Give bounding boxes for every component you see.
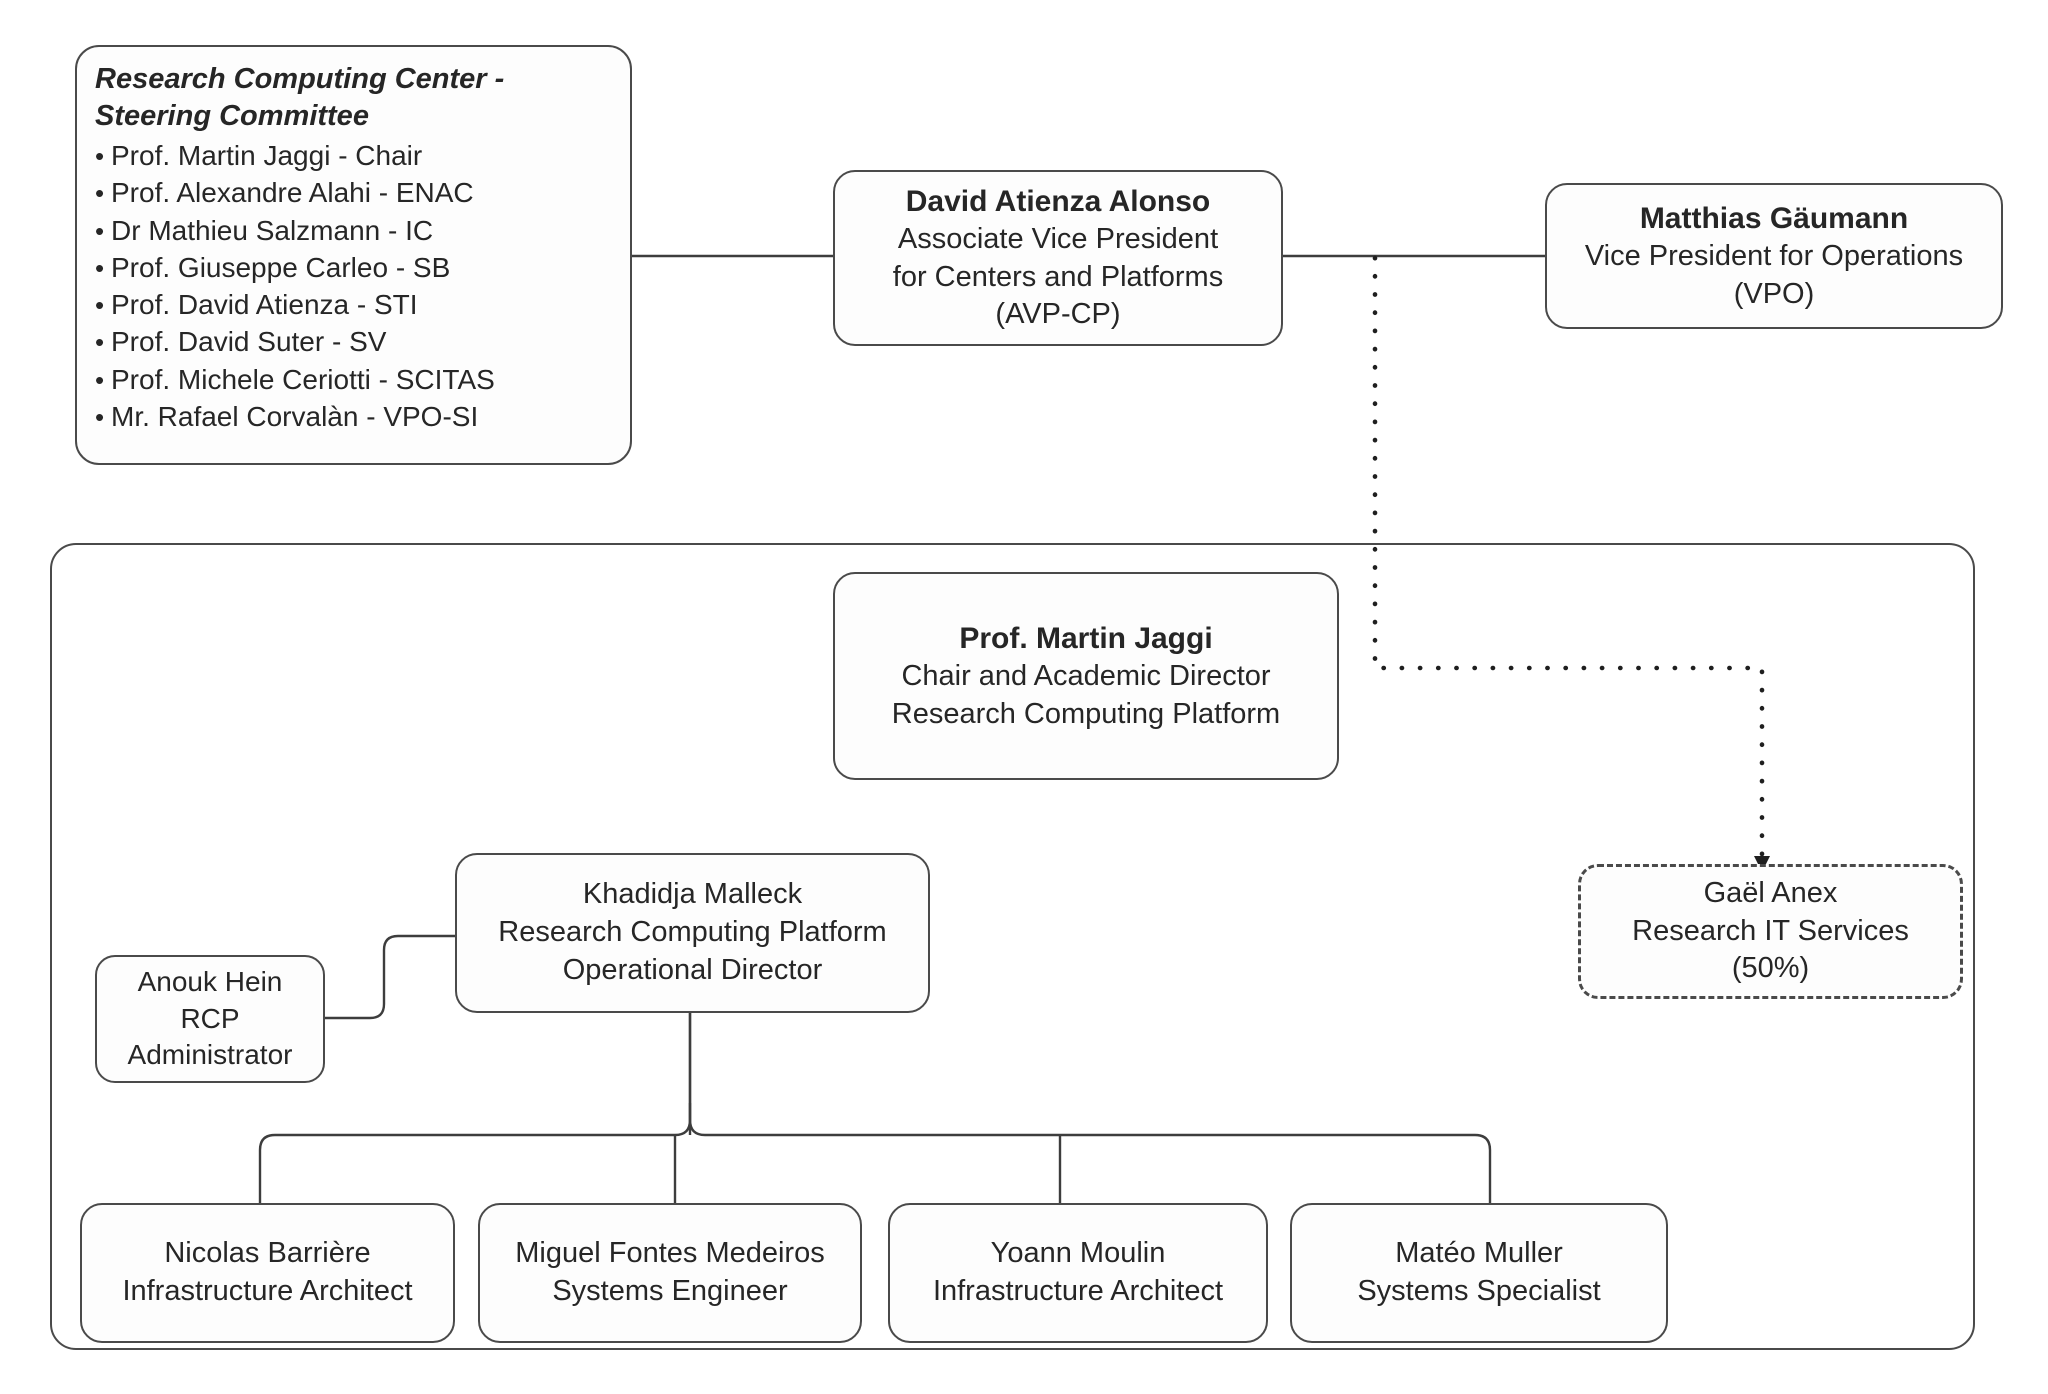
member-label: Prof. Michele Ceriotti - SCITAS (111, 363, 495, 395)
node-rcp-administrator[interactable]: Anouk Hein RCP Administrator (95, 955, 325, 1083)
member-label: Prof. Giuseppe Carleo - SB (111, 251, 451, 283)
node-avp-cp-name: David Atienza Alonso (905, 184, 1211, 218)
bullet-glyph: • (95, 178, 105, 209)
list-item: •Prof. David Suter - SV (95, 323, 610, 360)
member-label: Prof. Martin Jaggi - Chair (111, 140, 423, 172)
node-operational-director-line1: Research Computing Platform (498, 916, 887, 949)
node-team-member-2-role: Systems Engineer (552, 1275, 788, 1307)
node-avp-cp-line2: for Centers and Platforms (892, 260, 1224, 293)
node-team-member-1[interactable]: Nicolas Barrière Infrastructure Architec… (80, 1203, 455, 1343)
node-operational-director-line2: Operational Director (562, 953, 823, 986)
node-team-member-3-role: Infrastructure Architect (932, 1275, 1224, 1307)
node-team-member-4-role: Systems Specialist (1357, 1275, 1601, 1307)
list-item: •Prof. David Atienza - STI (95, 286, 610, 323)
node-academic-director-line2: Research Computing Platform (891, 697, 1281, 730)
node-research-it-services-name: Gaël Anex (1703, 876, 1838, 909)
member-label: Prof. Alexandre Alahi - ENAC (111, 177, 474, 209)
node-rcp-administrator-name: Anouk Hein (137, 966, 283, 998)
node-rcp-administrator-line2: Administrator (127, 1039, 293, 1071)
node-research-it-services[interactable]: Gaël Anex Research IT Services (50%) (1578, 864, 1963, 999)
node-vpo-line1: Vice President for Operations (1584, 239, 1964, 272)
bullet-glyph: • (95, 215, 105, 246)
node-research-it-services-line2: (50%) (1731, 952, 1810, 985)
node-team-member-1-role: Infrastructure Architect (122, 1275, 413, 1307)
node-research-it-services-line1: Research IT Services (1632, 914, 1909, 947)
bullet-glyph: • (95, 327, 105, 358)
bullet-glyph: • (95, 252, 105, 283)
node-team-member-1-name: Nicolas Barrière (164, 1237, 371, 1270)
node-avp-cp-line3: (AVP-CP) (995, 298, 1121, 331)
list-item: •Dr Mathieu Salzmann - IC (95, 212, 610, 249)
list-item: •Mr. Rafael Corvalàn - VPO-SI (95, 398, 610, 435)
node-team-member-4-name: Matéo Muller (1395, 1237, 1563, 1270)
list-item: •Prof. Giuseppe Carleo - SB (95, 249, 610, 286)
node-team-member-2-name: Miguel Fontes Medeiros (515, 1237, 825, 1270)
steering-committee-title: Research Computing Center - Steering Com… (95, 63, 505, 133)
member-label: Prof. David Atienza - STI (111, 289, 418, 321)
list-item: •Prof. Martin Jaggi - Chair (95, 137, 610, 174)
bullet-glyph: • (95, 290, 105, 321)
steering-committee-list: •Prof. Martin Jaggi - Chair •Prof. Alexa… (95, 137, 610, 435)
steering-committee-card[interactable]: Research Computing Center - Steering Com… (75, 45, 632, 465)
node-avp-cp[interactable]: David Atienza Alonso Associate Vice Pres… (833, 170, 1283, 346)
list-item: •Prof. Michele Ceriotti - SCITAS (95, 361, 610, 398)
node-team-member-3-name: Yoann Moulin (990, 1237, 1166, 1270)
node-rcp-administrator-line1: RCP (180, 1002, 240, 1034)
rcp-group-container (50, 543, 1975, 1350)
bullet-glyph: • (95, 141, 105, 172)
node-vpo-name: Matthias Gäumann (1639, 201, 1909, 235)
member-label: Prof. David Suter - SV (111, 326, 387, 358)
node-academic-director-name: Prof. Martin Jaggi (959, 621, 1213, 655)
node-team-member-3[interactable]: Yoann Moulin Infrastructure Architect (888, 1203, 1268, 1343)
node-academic-director[interactable]: Prof. Martin Jaggi Chair and Academic Di… (833, 572, 1339, 780)
node-vpo-line2: (VPO) (1733, 277, 1815, 310)
bullet-glyph: • (95, 364, 105, 395)
node-team-member-4[interactable]: Matéo Muller Systems Specialist (1290, 1203, 1668, 1343)
member-label: Mr. Rafael Corvalàn - VPO-SI (111, 400, 479, 432)
node-academic-director-line1: Chair and Academic Director (901, 659, 1271, 692)
node-avp-cp-line1: Associate Vice President (897, 222, 1219, 255)
list-item: •Prof. Alexandre Alahi - ENAC (95, 174, 610, 211)
node-operational-director[interactable]: Khadidja Malleck Research Computing Plat… (455, 853, 930, 1013)
node-operational-director-name: Khadidja Malleck (582, 878, 803, 911)
node-team-member-2[interactable]: Miguel Fontes Medeiros Systems Engineer (478, 1203, 862, 1343)
bullet-glyph: • (95, 401, 105, 432)
node-vpo[interactable]: Matthias Gäumann Vice President for Oper… (1545, 183, 2003, 329)
member-label: Dr Mathieu Salzmann - IC (111, 214, 434, 246)
